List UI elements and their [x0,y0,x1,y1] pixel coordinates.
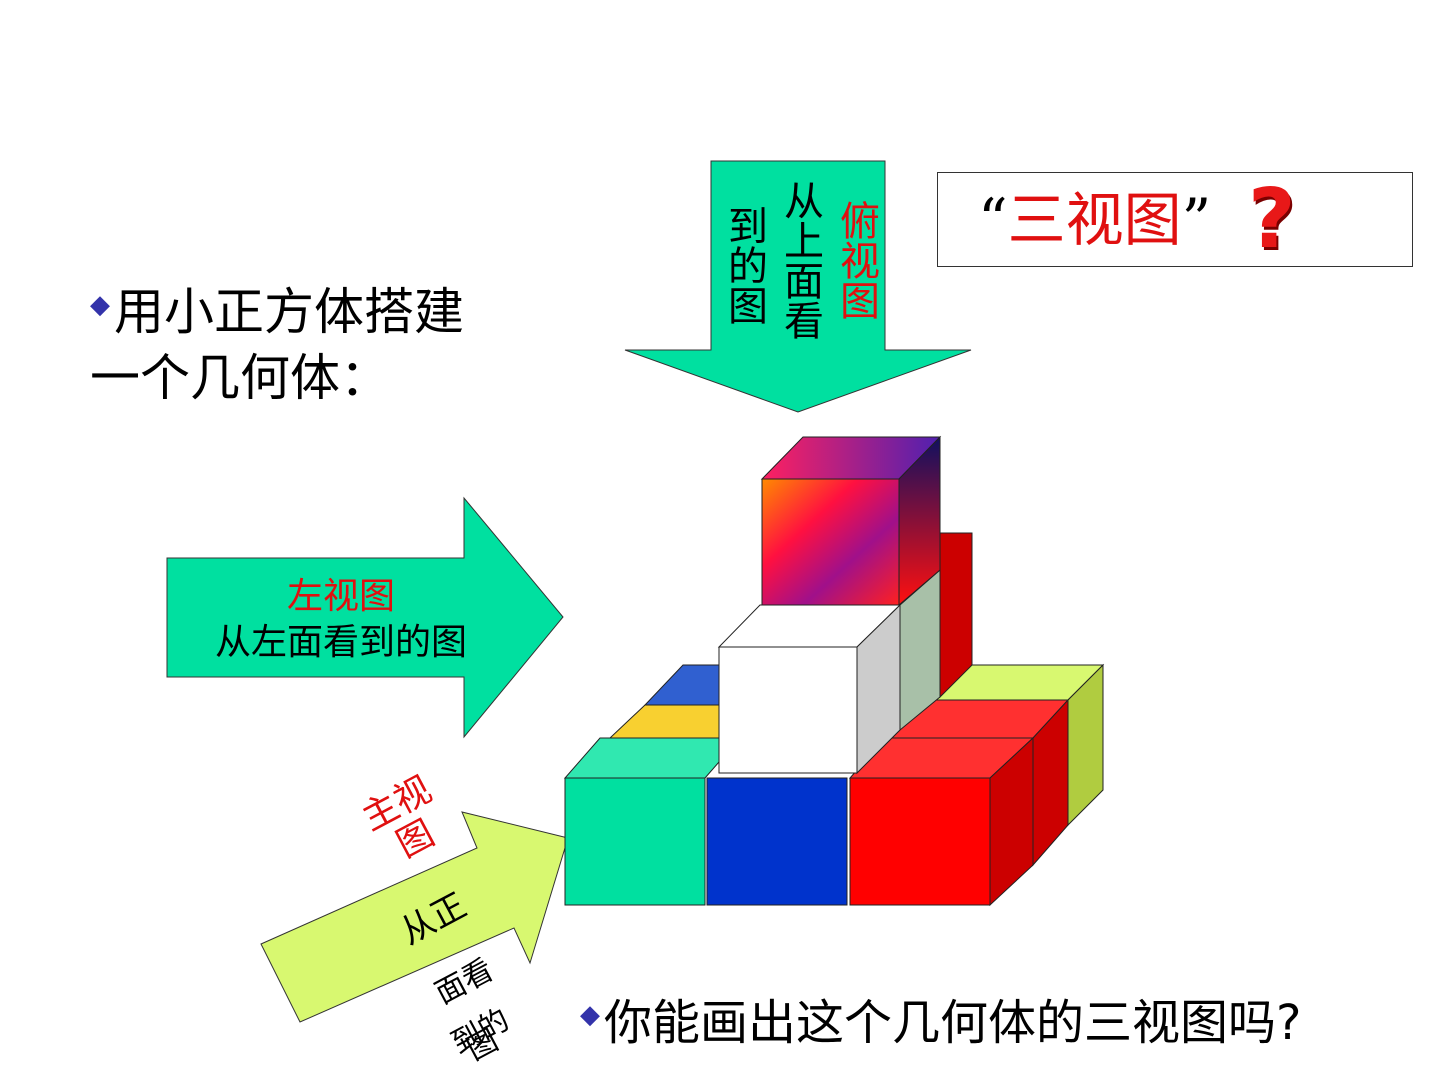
left-view-desc: 从左面看到的图 [214,622,467,663]
question-mark-icon: ? [1248,172,1296,267]
left-view-label: 左视图 [286,576,395,617]
intro-text: ◆用小正方体搭建 一个几何体： [90,272,464,411]
title-open-quote: “ [978,186,1008,254]
bullet-diamond-icon: ◆ [580,1000,600,1030]
intro-line-2: 一个几何体： [90,349,390,407]
question-label: 你能画出这个几何体的三视图吗? [604,995,1302,1051]
page-title: “三视图” [978,185,1211,255]
title-box: “三视图” ? [937,172,1413,267]
intro-line-1: 用小正方体搭建 [114,283,464,341]
title-text: 三视图 [1007,186,1182,254]
question-text: ◆你能画出这个几何体的三视图吗? [580,982,1301,1056]
top-view-desc-col2: 到的图 [721,205,767,325]
left-view-arrow [166,496,564,739]
top-view-arrow [624,160,972,413]
top-view-label: 俯视图 [833,200,879,320]
front-view-arrow [260,811,569,1023]
bullet-diamond-icon: ◆ [90,290,110,320]
top-view-desc-col1: 从上面看 [777,180,823,340]
left-view-text: 左视图 从左面看到的图 [168,574,514,666]
title-close-quote: ” [1181,186,1212,254]
